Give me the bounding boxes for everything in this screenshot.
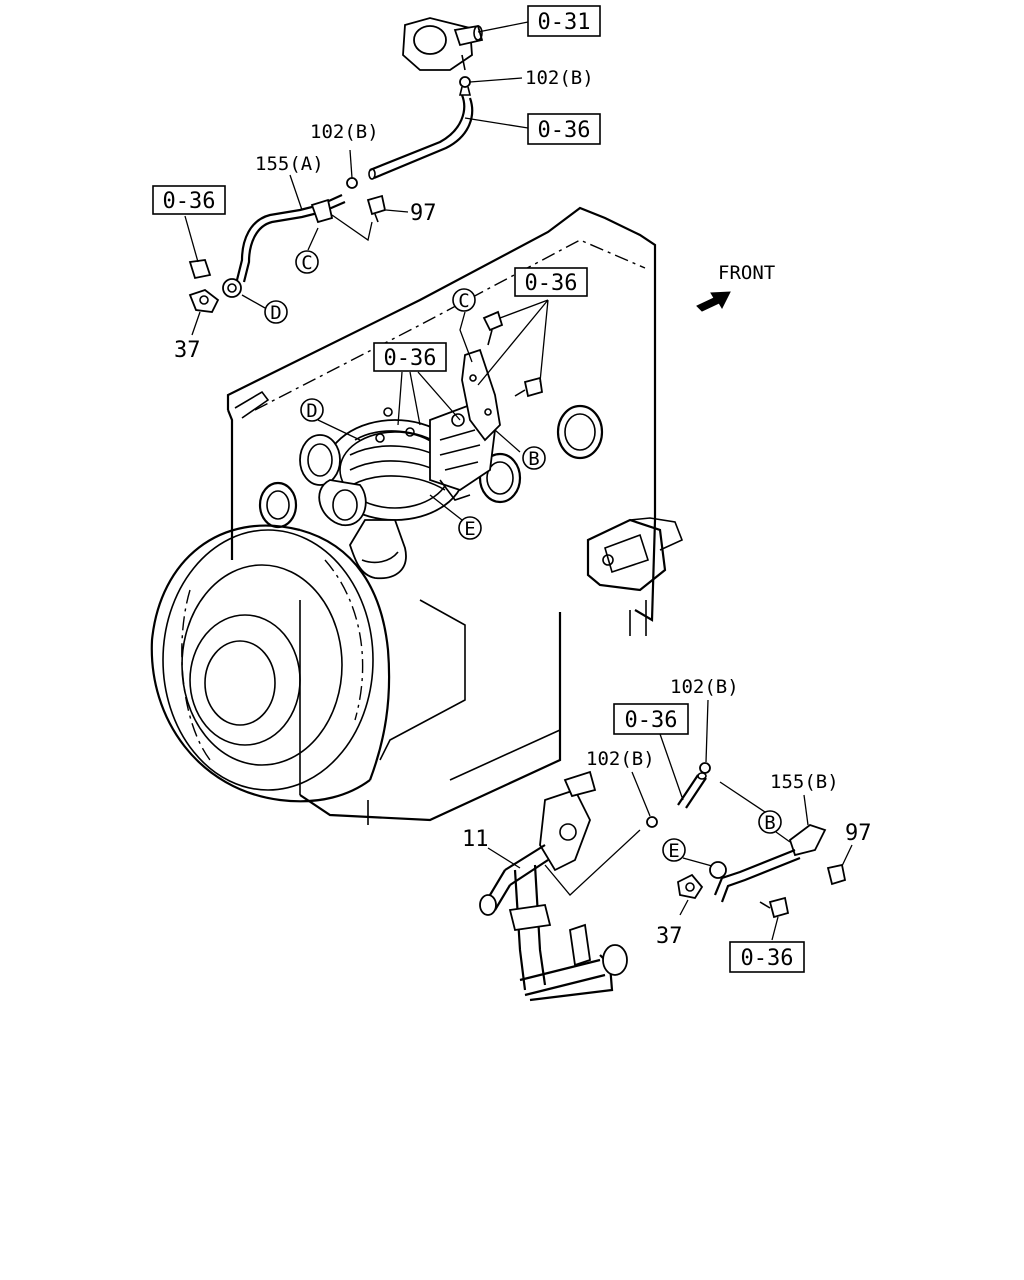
block-ports	[258, 404, 604, 529]
banjo-bolt-97-top	[366, 194, 387, 223]
part-102b-label: 102(B)	[525, 67, 594, 89]
part-155a-label: 155(A)	[255, 153, 324, 175]
ref-box-036	[729, 941, 805, 973]
part-97-label: 97	[845, 821, 872, 846]
callout-e	[458, 516, 482, 540]
callout-b-label: B	[764, 812, 775, 834]
front-label: FRONT	[718, 262, 775, 284]
callout-b	[758, 810, 782, 834]
gasket-37-top	[188, 288, 220, 313]
callout-e-label: E	[464, 518, 475, 540]
leader-lines	[184, 21, 853, 941]
part-11-label: 11	[462, 827, 489, 852]
water-pipe-11	[479, 770, 628, 1002]
banjo-bolt-97-low	[826, 863, 847, 886]
bolt-036-bottom	[759, 896, 790, 919]
ref-031-label: 0-31	[538, 10, 591, 35]
callout-c	[295, 250, 319, 274]
ref-036-label: 0-36	[525, 271, 578, 296]
callout-b	[522, 446, 546, 470]
callout-c-label: C	[458, 290, 469, 312]
bolt-036-left	[188, 259, 212, 280]
oil-pipe-bracket	[461, 348, 501, 442]
gasket-37-low	[677, 873, 704, 900]
ref-box-036	[527, 113, 601, 145]
fitting-102b-mid	[346, 177, 358, 189]
ref-036-label: 0-36	[741, 946, 794, 971]
ref-box-036	[514, 267, 588, 297]
ref-box-036	[613, 703, 689, 735]
oil-pipe-155b	[709, 823, 827, 903]
bolts-036-bracket	[482, 310, 544, 398]
ref-036-label: 0-36	[625, 708, 678, 733]
engine-block	[226, 206, 657, 825]
part-37-label: 37	[656, 924, 683, 949]
callout-c-label: C	[301, 252, 312, 274]
fitting-102b-top	[458, 76, 472, 96]
oil-hose-top	[368, 94, 474, 180]
pipe-036-lower	[677, 772, 707, 809]
callout-c	[452, 288, 476, 312]
flywheel	[150, 524, 391, 803]
front-arrow-icon	[696, 291, 731, 312]
part-102b-label: 102(B)	[670, 676, 739, 698]
labels: 0-31 102(B) 0-36 102(B) 155(A) 0-36 97 C…	[152, 5, 872, 973]
ref-036-label: 0-36	[538, 118, 591, 143]
ref-box-031	[527, 5, 601, 37]
callout-d	[300, 398, 324, 422]
callout-e	[662, 838, 686, 862]
part-155b-label: 155(B)	[770, 771, 839, 793]
ref-036-label: 0-36	[163, 189, 216, 214]
callout-e-label: E	[668, 840, 679, 862]
fittings-102b-lower	[646, 762, 711, 828]
callout-d-label: D	[270, 302, 281, 324]
oil-pipe-155a	[222, 193, 346, 298]
callout-d	[264, 300, 288, 324]
ref-036-label: 0-36	[384, 346, 437, 371]
part-102b-label: 102(B)	[586, 748, 655, 770]
callout-d-label: D	[306, 400, 317, 422]
engine-mount-bracket	[586, 517, 684, 592]
part-37-label: 37	[174, 338, 201, 363]
callout-b-label: B	[528, 448, 539, 470]
oil-filter-head	[402, 17, 484, 71]
turbocharger	[299, 403, 496, 580]
part-97-label: 97	[410, 201, 437, 226]
ref-box-036	[152, 185, 226, 215]
ref-box-036	[373, 342, 447, 372]
part-102b-label: 102(B)	[310, 121, 379, 143]
